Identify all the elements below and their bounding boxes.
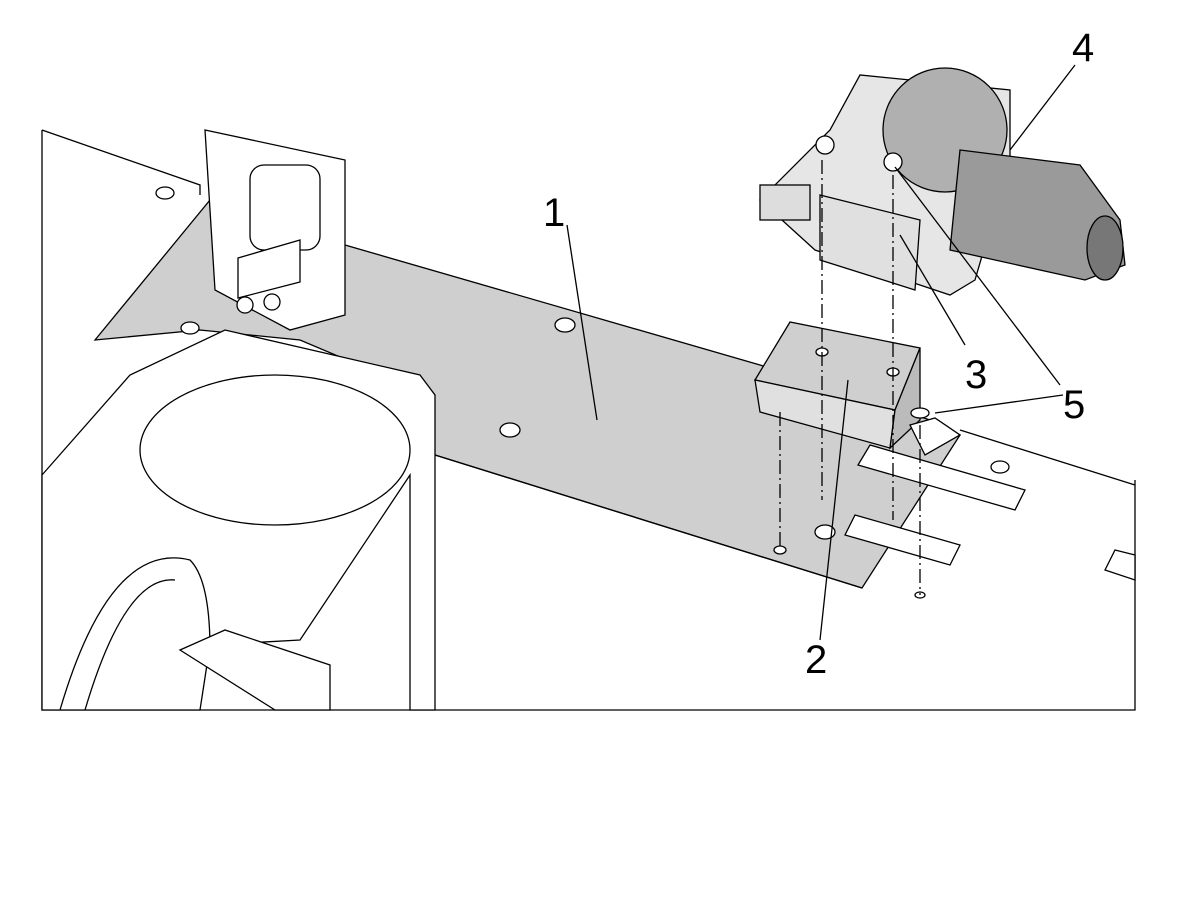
slot	[1104, 549, 1136, 581]
valve-block	[237, 239, 301, 299]
callout-5: 5	[1063, 383, 1086, 427]
callout-1: 1	[543, 191, 566, 235]
housing-tab	[178, 629, 331, 711]
motor-plate	[819, 194, 921, 291]
right-base-edge	[959, 429, 1136, 486]
leader-lines	[566, 64, 1076, 641]
housing-opening	[139, 374, 411, 526]
slot	[844, 514, 961, 566]
plate-screws	[155, 186, 1010, 599]
valve-window	[249, 164, 321, 251]
motor	[949, 149, 1126, 281]
housing-arch	[59, 557, 211, 711]
callout-2: 2	[805, 638, 828, 682]
slot	[857, 444, 1026, 511]
callout-3: 3	[965, 353, 988, 397]
callout-4: 4	[1072, 26, 1095, 70]
alignment-lines	[779, 160, 921, 595]
frame-outline	[41, 130, 1136, 711]
base-top-edge	[41, 129, 201, 195]
